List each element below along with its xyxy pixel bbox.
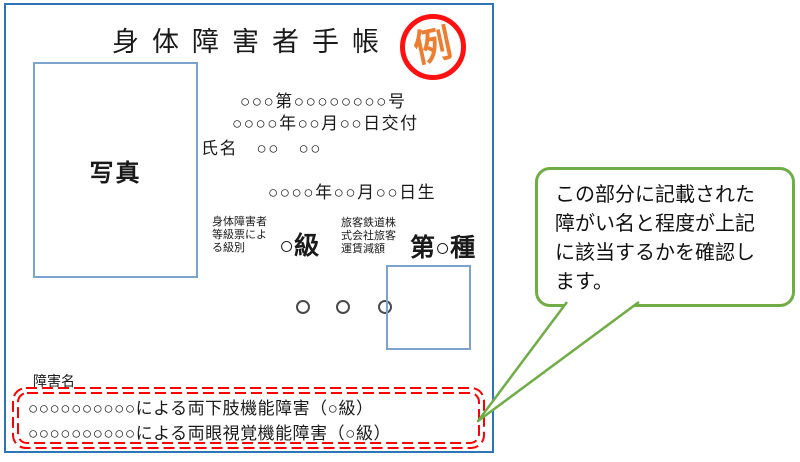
callout-tail-shape xyxy=(476,300,640,423)
fare-discount-caption: 旅客鉄道株 式会社旅客 運賃減額 xyxy=(341,217,396,255)
name-line: 氏名 ○○ ○○ xyxy=(201,134,322,159)
birth-date-line: ○○○○年○○月○○日生 xyxy=(268,183,437,202)
placeholder-circle-2 xyxy=(336,300,350,314)
disability-line-1: ○○○○○○○○○○による両下肢機能障害（○級） xyxy=(28,399,374,418)
seal-placeholder-box xyxy=(386,265,471,350)
fare-type-value: 第○種 xyxy=(410,234,476,262)
example-stamp: 例 xyxy=(400,14,466,80)
placeholder-circle-3 xyxy=(378,300,392,314)
example-stamp-label: 例 xyxy=(410,22,456,72)
grade-value: ○級 xyxy=(279,232,320,260)
photo-placeholder-box: 写真 xyxy=(33,62,198,278)
name-label: 氏名 xyxy=(201,139,238,158)
grade-classification-caption: 身体障害者 等級票によ る級別 xyxy=(212,216,267,254)
certificate-number-line: ○○○第○○○○○○○○号 xyxy=(240,92,407,111)
disability-line-2: ○○○○○○○○○○による両眼視覚機能障害（○級） xyxy=(28,424,391,443)
callout-bubble: この部分に記載された 障がい名と程度が上記 に該当するかを確認し ます。 xyxy=(535,167,795,307)
certificate-title: 身体障害者手帳 xyxy=(112,27,392,57)
issue-date-line: ○○○○年○○月○○日交付 xyxy=(232,114,419,133)
disability-section-label: 障害名 xyxy=(33,373,75,389)
placeholder-circle-1 xyxy=(296,300,310,314)
photo-label: 写真 xyxy=(89,159,142,187)
name-value: ○○ ○○ xyxy=(256,139,323,158)
